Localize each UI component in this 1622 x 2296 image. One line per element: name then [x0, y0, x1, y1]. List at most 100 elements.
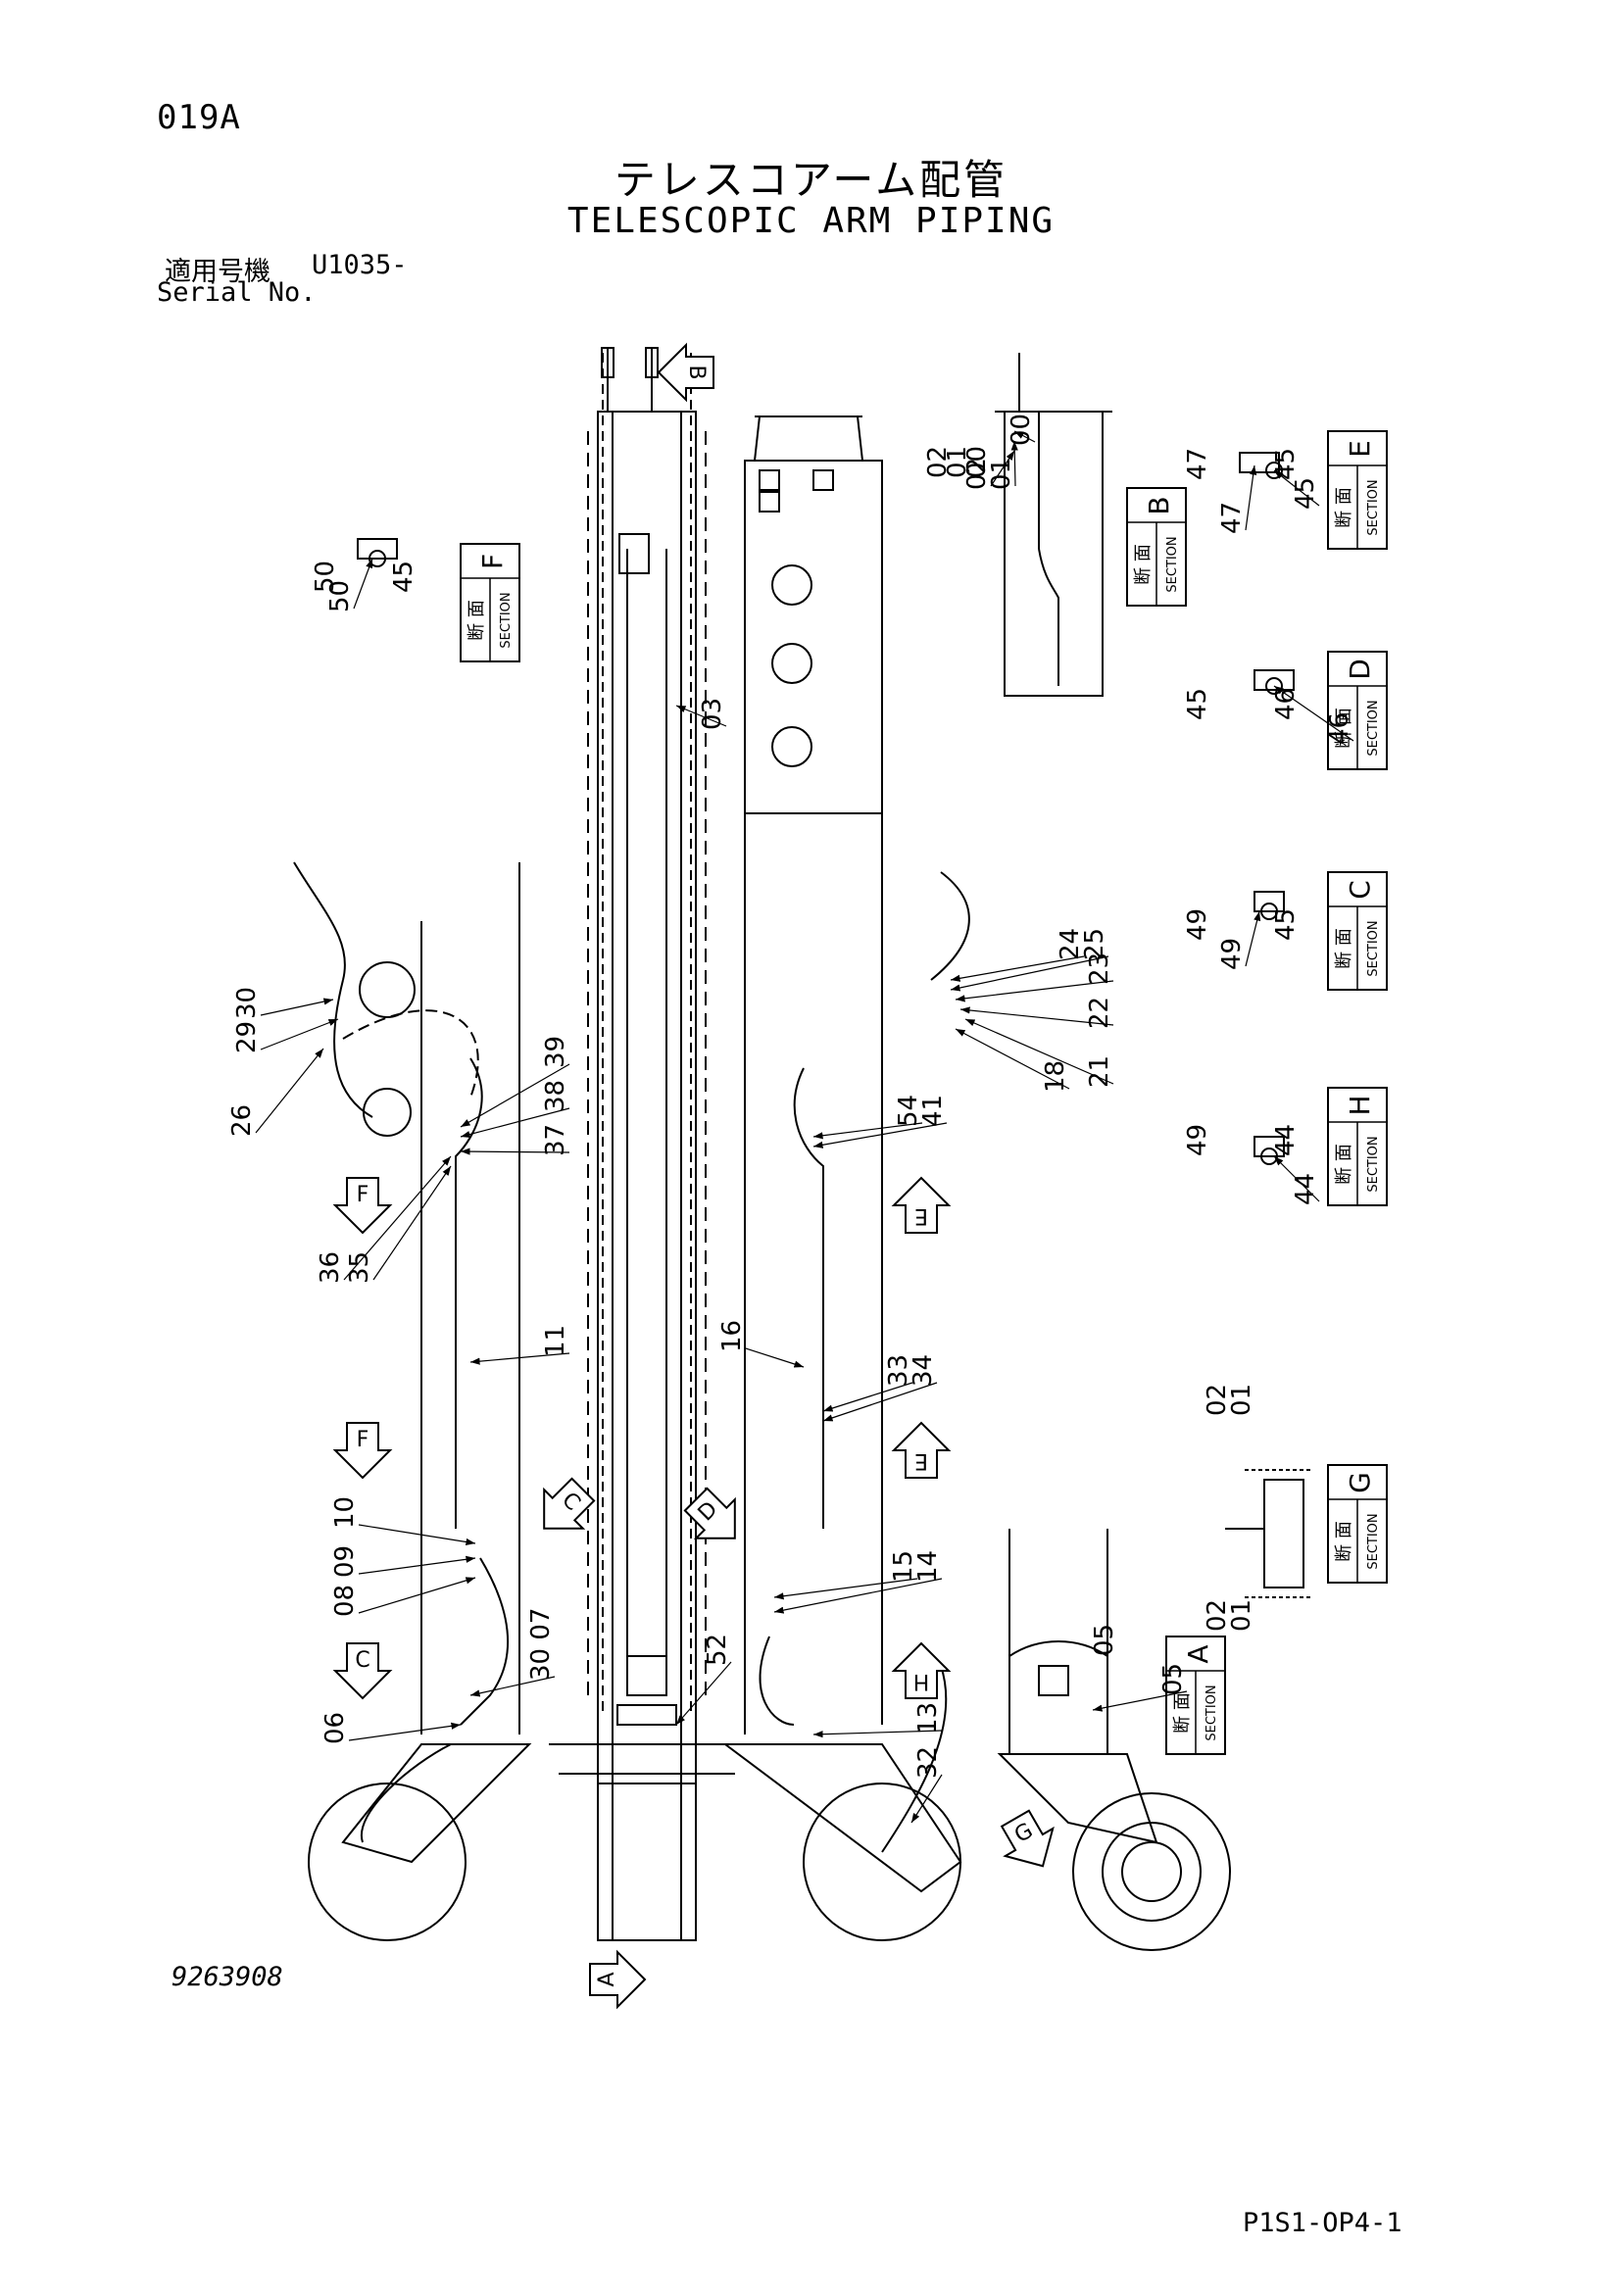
view-arrow-letter: E	[914, 1203, 928, 1228]
part-label: 29	[232, 1021, 262, 1053]
section-part-label: 01	[1227, 1599, 1256, 1632]
part-label-group: 06	[320, 1712, 462, 1744]
leader-line	[990, 450, 1015, 487]
view-arrow-e: E	[891, 1176, 952, 1234]
leader-line	[675, 1661, 732, 1726]
leader-line	[1010, 440, 1018, 487]
part-label: 10	[330, 1496, 360, 1529]
leader-line	[460, 1107, 570, 1139]
leader-line	[773, 1578, 918, 1600]
leader-line	[348, 1722, 462, 1741]
part-label-group: 29	[232, 1018, 339, 1053]
view-arrow-letter: A	[595, 1972, 619, 1986]
section-part-label: 02	[923, 446, 953, 478]
part-label-group: 25	[950, 928, 1109, 992]
part-label-group: 22	[959, 997, 1114, 1029]
section-label-jp: 断 面	[1133, 544, 1154, 585]
section-label-jp: 断 面	[1334, 1521, 1354, 1562]
section-part-label: 05	[1090, 1624, 1119, 1656]
part-label-group: 13	[812, 1702, 943, 1738]
leader-line	[959, 1006, 1114, 1026]
part-label-group: 24	[950, 928, 1085, 982]
section-label-en: SECTION	[1366, 700, 1381, 756]
part-label: 00	[1007, 414, 1036, 446]
section-letter: H	[1344, 1095, 1376, 1115]
part-label: 50	[325, 580, 355, 612]
part-label-group: 30	[232, 987, 334, 1019]
leader-line	[910, 1774, 943, 1824]
detail-a	[997, 1529, 1231, 1951]
serial-label-japanese: 適用号機	[165, 257, 270, 287]
section-part-label: 45	[1183, 688, 1212, 720]
view-arrow-c: C	[332, 1642, 393, 1700]
view-arrow-letter: B	[684, 365, 709, 379]
section-label-en: SECTION	[1366, 479, 1381, 535]
leader-line	[950, 955, 1109, 992]
leader-line	[260, 998, 334, 1016]
leader-line	[773, 1578, 943, 1614]
view-arrow-letter: C	[355, 1648, 369, 1673]
part-label: 02	[962, 458, 992, 490]
section-part-label: 45	[1271, 908, 1301, 941]
view-arrow-g: G	[1000, 1809, 1055, 1868]
leader-line	[1245, 464, 1257, 531]
view-arrow-letter: E	[914, 1448, 928, 1473]
view-arrow-h: H	[891, 1641, 952, 1699]
part-label-group: 30 07	[469, 1608, 556, 1697]
part-label-group: 46	[1273, 685, 1354, 745]
part-label: 16	[717, 1320, 747, 1352]
part-label: 32	[913, 1746, 943, 1779]
title-english: TELESCOPIC ARM PIPING	[566, 201, 1056, 241]
part-label: 35	[345, 1251, 374, 1284]
leader-line	[372, 1165, 452, 1281]
part-label-group: 11	[469, 1325, 570, 1365]
part-label: 33	[884, 1354, 913, 1387]
section-letter: E	[1344, 440, 1376, 458]
leader-line	[950, 955, 1085, 982]
part-label: 13	[913, 1702, 943, 1734]
leader-line	[1273, 469, 1320, 507]
section-part-label: 00	[962, 446, 992, 478]
part-label: 30	[232, 987, 262, 1019]
part-label-group: 14	[773, 1550, 943, 1614]
main-arm	[549, 347, 745, 1941]
leader-line	[469, 1352, 570, 1365]
part-label: 54	[894, 1095, 923, 1127]
part-label-group: 23	[955, 953, 1114, 1002]
part-label: 41	[918, 1095, 948, 1127]
part-label: 06	[320, 1712, 350, 1744]
detail-b	[995, 353, 1112, 697]
section-letter: G	[1344, 1472, 1376, 1493]
part-label-group: 37	[460, 1124, 570, 1156]
view-arrow-letter: H	[913, 1669, 930, 1693]
part-label-group: 16	[717, 1320, 805, 1368]
leader-line	[812, 1122, 923, 1140]
section-letter: C	[1344, 880, 1376, 900]
detail-g	[1225, 1469, 1313, 1598]
part-label-group: 45	[1273, 469, 1320, 510]
section-part-label: 46	[1271, 688, 1301, 720]
section-part-label: 44	[1271, 1124, 1301, 1156]
left-boom	[293, 861, 532, 1941]
page-code: P1S1-OP4-1	[1243, 2208, 1402, 2238]
leader-line	[1092, 1690, 1188, 1712]
leader-line	[358, 1555, 476, 1575]
part-label-group: 09	[330, 1545, 476, 1578]
leader-line	[358, 1577, 476, 1614]
part-label-group: 47	[1217, 464, 1257, 534]
view-arrow-e: E	[891, 1421, 952, 1479]
section-label-jp: 断 面	[1334, 928, 1354, 969]
leader-line	[822, 1382, 913, 1412]
view-arrow-letter: F	[357, 1428, 369, 1452]
part-label-group: 10	[330, 1496, 476, 1546]
part-label: 26	[227, 1104, 257, 1137]
part-label-group: 44	[1273, 1155, 1320, 1205]
view-arrow-c: C	[543, 1477, 596, 1530]
